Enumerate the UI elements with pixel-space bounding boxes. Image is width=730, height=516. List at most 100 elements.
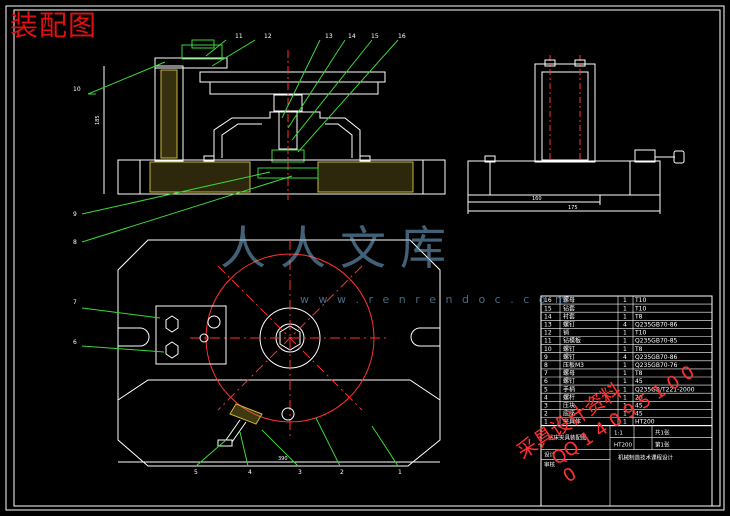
- bom-name: 螺钉: [563, 377, 575, 385]
- label-1: 1: [398, 469, 402, 476]
- bom-name: 底座: [563, 410, 575, 418]
- bom-no: 13: [544, 322, 552, 329]
- front-base-hatch: [149, 161, 251, 193]
- side-view: 160 175: [467, 55, 685, 214]
- watermark-site: w w w . r e n r e n d o c . c o m: [300, 293, 569, 306]
- bom-qty: 1: [623, 419, 627, 426]
- plan-leaders: [81, 307, 399, 467]
- bom-name: 手柄: [563, 385, 575, 393]
- label-7: 7: [73, 299, 77, 306]
- tb-checker: 审核: [544, 461, 556, 469]
- front-plate: [199, 71, 386, 83]
- label-14: 14: [348, 33, 356, 40]
- bom-material: Q235GB70-76: [635, 362, 678, 369]
- bom-qty: 1: [623, 370, 627, 377]
- outer-border: [5, 5, 725, 511]
- bom-no: 6: [544, 378, 548, 385]
- plan-label-group: 7 6 5 4 3 2 1: [73, 299, 402, 476]
- tb-drawing-name: 钻床夹具装配图: [548, 434, 587, 442]
- label-16: 16: [398, 33, 406, 40]
- bom-no: 1: [544, 419, 548, 426]
- bom-name: 钻套: [563, 304, 575, 312]
- dim-side-outer: 175: [568, 205, 578, 211]
- side-column: [534, 63, 596, 163]
- bom-qty: 1: [623, 346, 627, 353]
- bom-qty: 1: [623, 338, 627, 345]
- bom-name: 螺钉: [563, 353, 575, 361]
- label-8: 8: [73, 239, 77, 246]
- front-leaders: [81, 39, 399, 243]
- bom-name: 夹具体: [563, 418, 581, 426]
- label-3: 3: [298, 469, 302, 476]
- plan-body-outline: [117, 239, 441, 467]
- tb-school: 机械制造技术课程设计: [618, 454, 674, 462]
- bom-name: 钻模板: [563, 337, 581, 345]
- bom-qty: 1: [623, 362, 627, 369]
- bom-qty: 1: [623, 330, 627, 337]
- watermark-brand: 人人文库: [220, 221, 460, 275]
- bom-name: 螺钉: [563, 321, 575, 329]
- tb-sheet1: 共1张: [655, 429, 670, 437]
- bom-material: Q235GB70-86: [635, 354, 678, 361]
- bom-name: 衬套: [563, 312, 575, 320]
- label-12: 12: [264, 33, 272, 40]
- bom-no: 5: [544, 386, 548, 393]
- dim-front-height: 185: [95, 115, 101, 125]
- bom-no: 2: [544, 411, 548, 418]
- bom-qty: 1: [623, 403, 627, 410]
- bom-no: 8: [544, 362, 548, 369]
- bom-name: 螺母: [563, 296, 575, 304]
- bom-qty: 1: [623, 394, 627, 401]
- bom-no: 9: [544, 354, 548, 361]
- label-4: 4: [248, 469, 252, 476]
- bom-material: T10: [634, 297, 646, 304]
- tb-sheet2: 第1张: [655, 441, 670, 449]
- bom-qty: 1: [623, 313, 627, 320]
- bom-material: Q235GB/T221-2000: [635, 386, 695, 393]
- label-9: 9: [73, 211, 77, 218]
- bom-no: 11: [544, 338, 552, 345]
- bom-material: Q235GB70-86: [635, 322, 678, 329]
- bom-name: 压块: [563, 402, 575, 410]
- front-column: [154, 65, 184, 162]
- label-13: 13: [325, 33, 333, 40]
- label-2: 2: [340, 469, 344, 476]
- bom-qty: 4: [623, 354, 627, 361]
- bom-material: HT200: [635, 419, 655, 426]
- label-15: 15: [371, 33, 379, 40]
- bom-qty: 1: [623, 297, 627, 304]
- drawing-title: 装配图: [10, 9, 98, 42]
- plan-clamp-block: [155, 305, 227, 365]
- bom-material: T8: [634, 370, 643, 377]
- label-10: 10: [73, 86, 81, 93]
- dim-side-inner: 160: [532, 196, 542, 202]
- bom-name: 销: [563, 329, 569, 337]
- bom-material: 20: [635, 394, 643, 401]
- bom-no: 3: [544, 403, 548, 410]
- tb-material: HT200: [614, 443, 632, 449]
- tb-scale: 1:1: [614, 431, 623, 437]
- bom-name: 螺母: [563, 369, 575, 377]
- front-label-group: 10 11 12 13 14 15 16 9 8: [73, 33, 406, 246]
- bom-qty: 1: [623, 411, 627, 418]
- bom-no: 14: [544, 313, 552, 320]
- side-base: [467, 160, 661, 196]
- bom-qty: 1: [623, 386, 627, 393]
- bom-qty: 1: [623, 305, 627, 312]
- label-5: 5: [194, 469, 198, 476]
- bom-no: 10: [544, 346, 552, 353]
- front-arm: [154, 57, 228, 69]
- bom-qty: 1: [623, 378, 627, 385]
- bom-no: 12: [544, 330, 552, 337]
- bom-material: Q235GB70-85: [635, 338, 678, 345]
- bom-material: T8: [634, 346, 643, 353]
- bom-no: 16: [544, 297, 552, 304]
- bom-no: 7: [544, 370, 548, 377]
- front-view: 185: [95, 39, 446, 200]
- plan-view: 390: [117, 239, 441, 467]
- bom-no: 4: [544, 394, 548, 401]
- bom-qty: 4: [623, 322, 627, 329]
